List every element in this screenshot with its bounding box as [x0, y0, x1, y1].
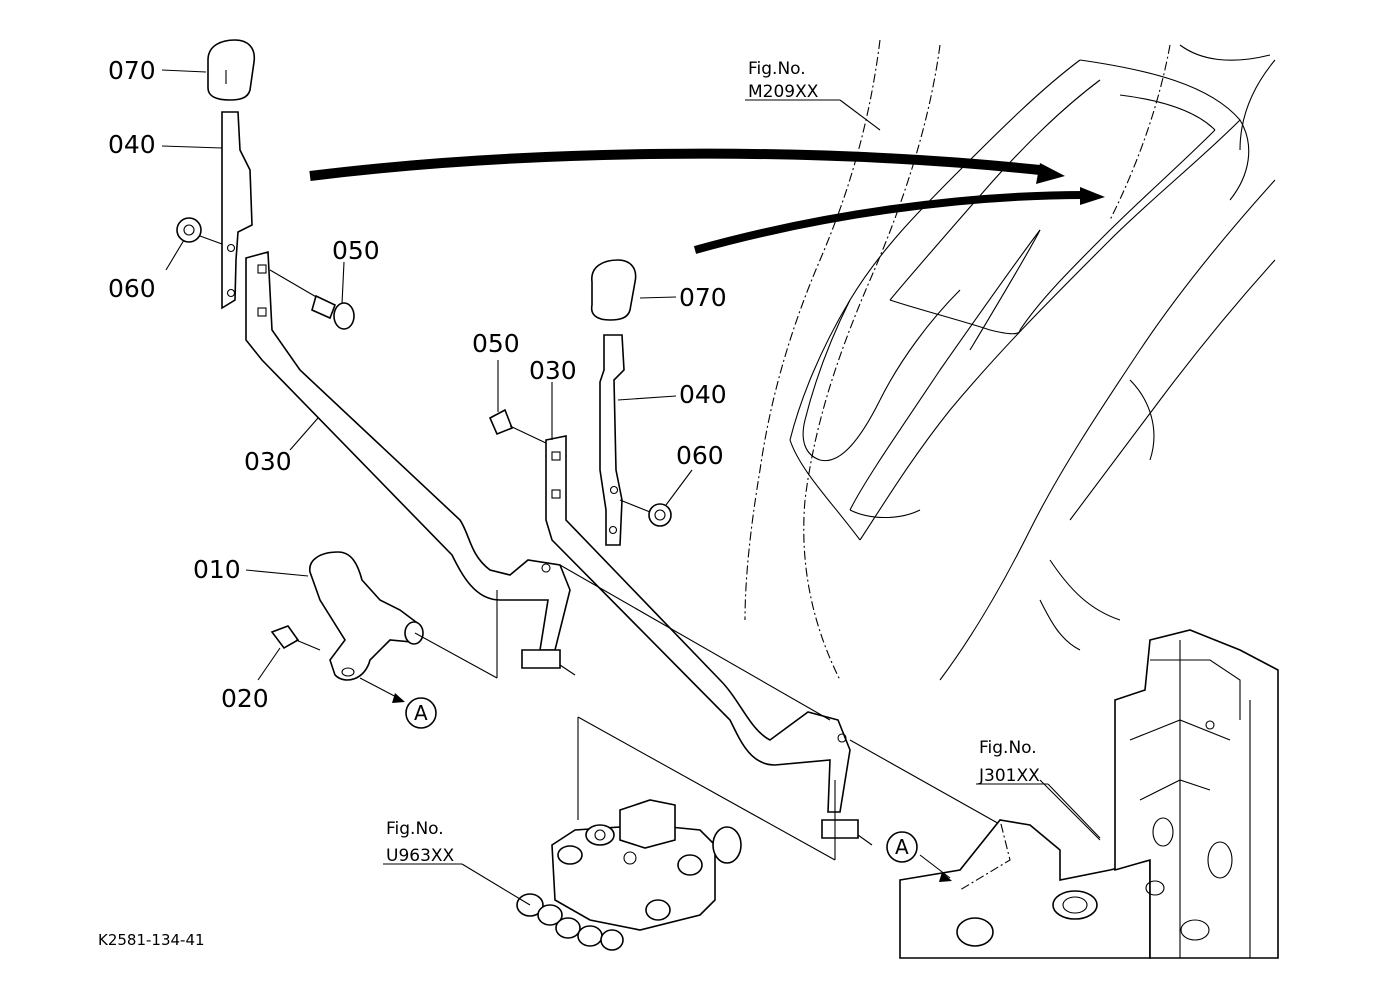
drawing-code: K2581-134-41: [98, 931, 205, 949]
fig-ref-j301-code: J301XX: [978, 766, 1040, 786]
direction-arrows: [309, 148, 1105, 254]
part-label-040-top: 040: [108, 130, 156, 159]
fig-ref-j301-title: Fig.No.: [979, 738, 1037, 758]
connection-marker-a-left: A: [405, 697, 437, 729]
leader-lines: [161, 69, 1101, 906]
part-labels: 070 040 060 050 030 070 050 030 040 060 …: [108, 56, 727, 713]
part-label-040-mid: 040: [679, 380, 727, 409]
transmission-case: [899, 629, 1279, 959]
fig-ref-m209-code: M209XX: [748, 82, 819, 102]
fender-outline: [744, 39, 1276, 681]
control-valve: [516, 716, 836, 951]
part-label-060-mid: 060: [676, 441, 724, 470]
part-label-070-top: 070: [108, 56, 156, 85]
svg-text:A: A: [414, 701, 428, 725]
left-lever-assembly: [176, 39, 576, 703]
connection-marker-a-right: A: [886, 831, 918, 863]
fig-ref-u963-code: U963XX: [386, 846, 455, 866]
part-label-070-mid: 070: [679, 283, 727, 312]
part-label-010: 010: [193, 555, 241, 584]
part-label-020: 020: [221, 684, 269, 713]
fig-ref-m209-title: Fig.No.: [748, 59, 806, 79]
part-label-030-mid: 030: [529, 356, 577, 385]
fig-ref-u963-title: Fig.No.: [386, 819, 444, 839]
part-label-060-top: 060: [108, 274, 156, 303]
svg-text:A: A: [895, 835, 909, 859]
part-label-050-top: 050: [332, 236, 380, 265]
part-label-050-mid: 050: [472, 329, 520, 358]
figure-references: Fig.No. M209XX Fig.No. J301XX Fig.No. U9…: [386, 59, 1040, 866]
part-label-030-left: 030: [244, 447, 292, 476]
middle-lever-assembly: [488, 259, 1011, 846]
